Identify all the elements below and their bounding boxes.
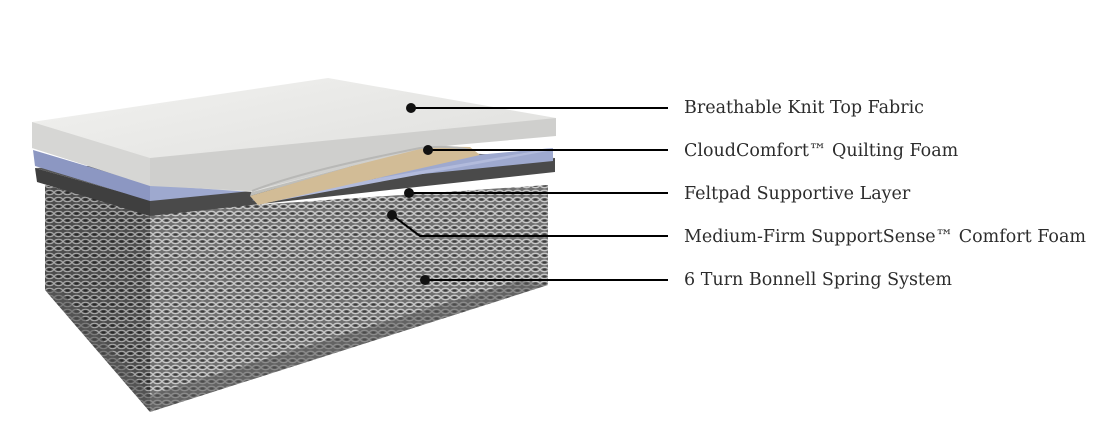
- spring-system: [45, 185, 548, 412]
- callout-dot-quilting-foam: [423, 145, 433, 155]
- callout-dot-spring-system: [420, 275, 430, 285]
- callout-dot-feltpad: [404, 188, 414, 198]
- spring-bottom-shadow: [45, 280, 548, 412]
- label-comfort-foam: Medium-Firm SupportSense™ Comfort Foam: [684, 227, 1086, 247]
- top-fabric-front-edge: [150, 118, 556, 191]
- label-feltpad: Feltpad Supportive Layer: [684, 184, 911, 204]
- feltpad-left: [33, 150, 150, 201]
- label-quilting-foam: CloudComfort™ Quilting Foam: [684, 141, 959, 161]
- label-spring-system: 6 Turn Bonnell Spring System: [684, 270, 952, 290]
- callout-line-comfort-foam: [391, 214, 668, 237]
- quilting-foam-top: [250, 146, 480, 205]
- callout-lines: [391, 107, 668, 281]
- comfort-foam-front: [150, 158, 555, 216]
- top-fabric-layer: [32, 78, 556, 192]
- top-fabric-left-edge: [32, 122, 150, 186]
- comfort-foam-left: [35, 168, 150, 216]
- label-top-fabric: Breathable Knit Top Fabric: [684, 98, 924, 118]
- spring-left-face: [45, 185, 150, 412]
- callout-dots: [387, 103, 433, 285]
- spring-front-face: [150, 185, 548, 412]
- callout-dot-comfort-foam: [387, 210, 397, 220]
- top-fabric-peel-edge: [251, 145, 471, 192]
- callout-dot-top-fabric: [406, 103, 416, 113]
